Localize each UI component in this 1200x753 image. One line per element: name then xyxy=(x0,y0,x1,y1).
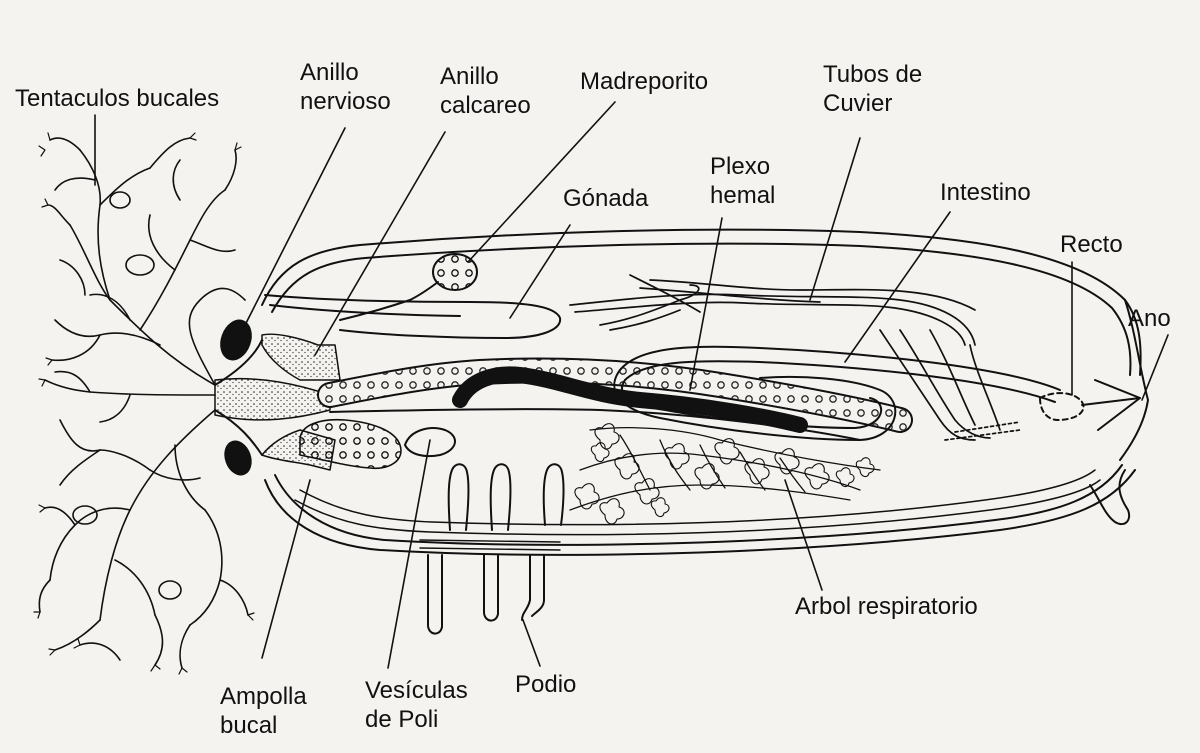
label-plexo-hemal: Plexo hemal xyxy=(710,153,776,209)
leader-anillo-calcareo xyxy=(314,131,446,356)
leader-madreporito xyxy=(467,101,616,263)
leader-ampolla xyxy=(261,479,311,659)
leader-intestino xyxy=(844,211,951,363)
label-arbol-respiratorio: Arbol respiratorio xyxy=(795,593,978,620)
label-intestino: Intestino xyxy=(940,179,1031,206)
leader-plexo-hemal xyxy=(689,217,723,391)
label-tubos-de-cuvier: Tubos de Cuvier xyxy=(823,61,923,117)
label-madreporito: Madreporito xyxy=(580,68,709,95)
leader-podio xyxy=(522,619,541,667)
polian-vesicle xyxy=(404,427,456,458)
leader-gonada xyxy=(509,224,571,319)
gonad xyxy=(264,294,562,339)
cuvierian-tubules xyxy=(569,274,1021,441)
label-ano: Ano xyxy=(1128,305,1171,332)
label-anillo-calcareo: Anillo calcareo xyxy=(440,63,531,119)
oral-tentacles xyxy=(33,132,255,675)
leader-vesiculas xyxy=(387,439,431,669)
label-ampolla-bucal: Ampolla bucal xyxy=(220,683,307,739)
leader-ano xyxy=(1141,334,1169,401)
label-gonada: Gónada xyxy=(563,185,649,212)
madreporite xyxy=(339,253,478,321)
podia-ampullae xyxy=(419,463,565,635)
label-tentaculos-bucales: Tentaculos bucales xyxy=(15,85,220,112)
leader-tubos-cuvier xyxy=(809,137,861,301)
label-anillo-nervioso: Anillo nervioso xyxy=(300,59,391,115)
intestine xyxy=(317,345,1141,441)
leader-arbol xyxy=(784,479,823,591)
respiratory-tree xyxy=(569,423,881,525)
label-recto: Recto xyxy=(1060,231,1123,258)
label-vesiculas-de-poli: Vesículas de Poli xyxy=(365,677,468,733)
leader-lines xyxy=(94,101,1169,669)
label-podio: Podio xyxy=(515,671,577,698)
leader-anillo-nervioso xyxy=(239,127,346,336)
